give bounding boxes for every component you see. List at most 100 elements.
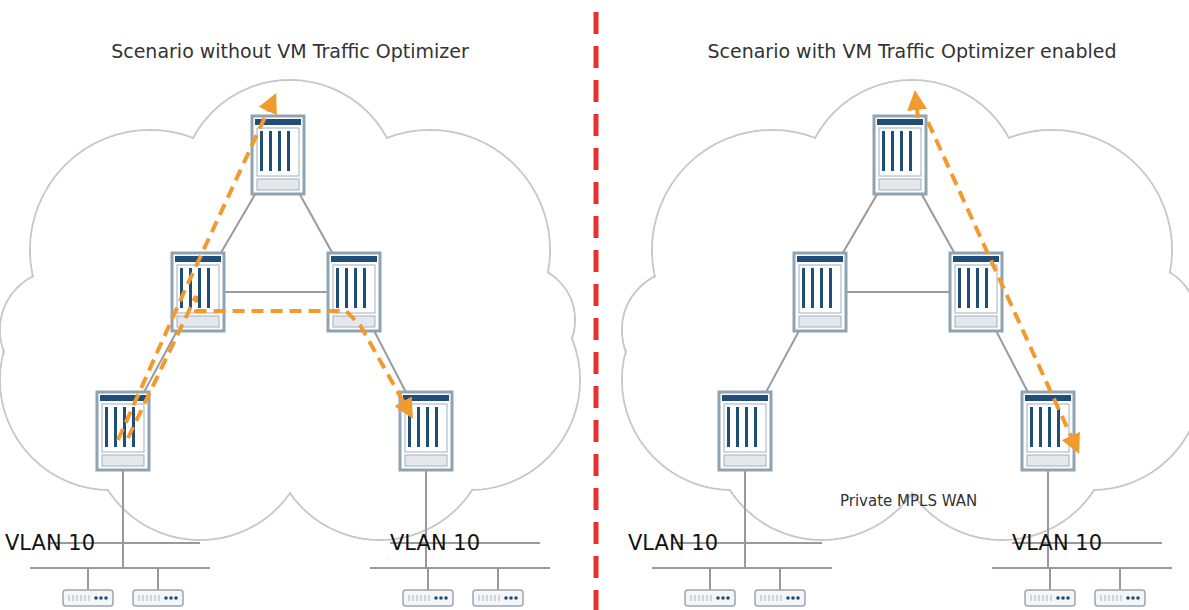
server-vent — [691, 595, 692, 601]
server-led — [1131, 596, 1135, 600]
server-body — [685, 590, 735, 606]
vlan-label: VLAN 10 — [390, 531, 480, 555]
router-body — [724, 404, 766, 452]
server-led — [1056, 596, 1060, 600]
router-icon — [794, 253, 846, 331]
router-card — [123, 407, 126, 447]
traffic-path — [928, 122, 1075, 445]
router-body — [1027, 404, 1069, 452]
vlan-label: VLAN 10 — [628, 531, 718, 555]
router-body — [333, 265, 375, 313]
router-frame — [874, 116, 926, 194]
router-body — [102, 404, 144, 452]
router-body — [955, 265, 997, 313]
server-vent — [479, 595, 480, 601]
server-body — [473, 590, 523, 606]
server-led — [791, 596, 795, 600]
server-body — [1095, 590, 1145, 606]
cloud-fill — [466, 266, 574, 374]
server-vent — [413, 595, 414, 601]
router-base — [799, 316, 841, 327]
server-vent — [491, 595, 492, 601]
server-vent — [483, 595, 484, 601]
server-led — [716, 596, 720, 600]
server-vent — [69, 595, 70, 601]
traffic-path — [118, 102, 272, 440]
server-vent — [81, 595, 82, 601]
router-top — [797, 256, 843, 262]
router-card — [180, 268, 183, 308]
server-vent — [707, 595, 708, 601]
server-vent — [495, 595, 496, 601]
lan-bus — [652, 567, 832, 569]
lan-bus — [30, 567, 210, 569]
router-card — [891, 131, 894, 171]
router-card — [820, 268, 823, 308]
router-frame — [719, 392, 771, 470]
wan-label: Private MPLS WAN — [840, 492, 977, 510]
server-led — [164, 596, 168, 600]
server-led — [434, 596, 438, 600]
server-led — [1126, 596, 1130, 600]
server-vent — [73, 595, 74, 601]
server-vent — [1047, 595, 1048, 601]
router-base — [102, 455, 144, 466]
router-card — [1048, 407, 1051, 447]
server-vent — [699, 595, 700, 601]
router-icon — [874, 116, 926, 194]
router-card — [882, 131, 885, 171]
server-led — [444, 596, 448, 600]
router-body — [257, 128, 299, 176]
router-card — [207, 268, 210, 308]
router-card — [435, 407, 438, 447]
server-vent — [1117, 595, 1118, 601]
router-body — [177, 265, 219, 313]
server-vent — [1031, 595, 1032, 601]
router-card — [909, 131, 912, 171]
router-base — [1027, 455, 1069, 466]
server-vent — [143, 595, 144, 601]
router-card — [802, 268, 805, 308]
server-led — [1136, 596, 1140, 600]
server-vent — [703, 595, 704, 601]
router-card — [1039, 407, 1042, 447]
panel-heading: Scenario with VM Traffic Optimizer enabl… — [707, 40, 1116, 62]
router-card — [363, 268, 366, 308]
router-base — [257, 179, 299, 190]
lan-drop — [497, 568, 499, 590]
server-led — [439, 596, 443, 600]
router-base — [879, 179, 921, 190]
server-icon — [403, 590, 453, 606]
server-vent — [151, 595, 152, 601]
router-card — [114, 407, 117, 447]
router-card — [727, 407, 730, 447]
router-body — [405, 404, 447, 452]
router-card — [958, 268, 961, 308]
router-frame — [794, 253, 846, 331]
server-vent — [89, 595, 90, 601]
server-vent — [1101, 595, 1102, 601]
server-vent — [425, 595, 426, 601]
server-vent — [1109, 595, 1110, 601]
router-icon — [719, 392, 771, 470]
cloud-fill — [1, 271, 119, 389]
vlan-label: VLAN 10 — [1012, 531, 1102, 555]
router-card — [426, 407, 429, 447]
server-vent — [1051, 595, 1052, 601]
cloud-fill — [1088, 266, 1189, 374]
server-body — [1025, 590, 1075, 606]
lan-drop — [709, 568, 711, 590]
lan-drop — [427, 568, 429, 590]
server-led — [509, 596, 513, 600]
lan-drop — [122, 470, 124, 568]
server-vent — [1039, 595, 1040, 601]
server-icon — [63, 590, 113, 606]
router-card — [900, 131, 903, 171]
router-frame — [1022, 392, 1074, 470]
router-base — [955, 316, 997, 327]
router-card — [345, 268, 348, 308]
lan-bus — [370, 567, 550, 569]
lan-bus — [992, 567, 1172, 569]
router-frame — [400, 392, 452, 470]
router-card — [745, 407, 748, 447]
